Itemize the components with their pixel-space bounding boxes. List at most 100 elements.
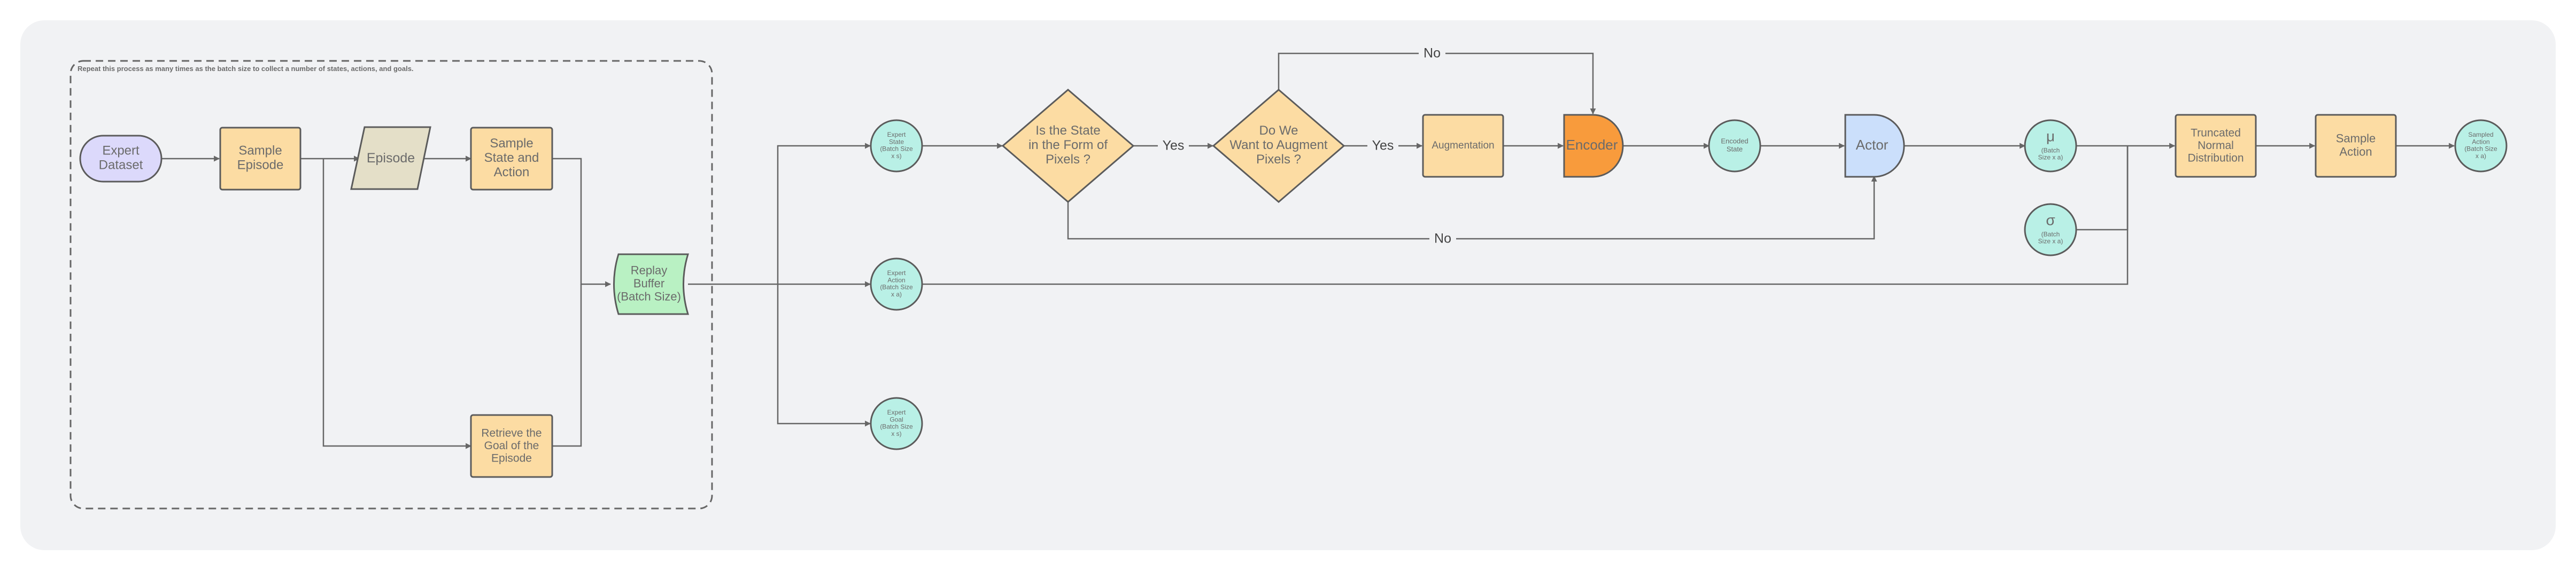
expert-action-node[interactable]: [870, 257, 923, 311]
mu-symbol: μ: [2046, 128, 2055, 144]
sample-state-action-line-3: Action: [494, 165, 530, 179]
expert-goal-line-3: (Batch Size: [880, 423, 913, 431]
is-pixels-decision[interactable]: [1001, 89, 1135, 203]
is-pixels-line-3: Pixels ?: [1046, 152, 1090, 167]
sampled-action-line-1: Sampled: [2468, 131, 2493, 138]
expert-goal-line-1: Expert: [887, 409, 906, 416]
retrieve-goal-line-3: Episode: [491, 452, 532, 464]
sample-episode-line-2: Episode: [237, 158, 284, 173]
mu-node[interactable]: [2024, 119, 2077, 173]
retrieve-goal-line-1: Retrieve the: [481, 427, 541, 439]
augment-decision[interactable]: [1212, 89, 1345, 203]
sampled-action-line-3: (Batch Size: [2464, 145, 2497, 153]
expert-state-line-3: (Batch Size: [880, 145, 913, 153]
expert-state-line-4: x s): [891, 152, 901, 160]
is-pixels-line-1: Is the State: [1035, 123, 1100, 138]
sample-episode-node[interactable]: [219, 127, 301, 191]
retrieve-goal-node[interactable]: [470, 414, 553, 478]
sample-state-action-line-2: State and: [484, 151, 539, 165]
actor-node[interactable]: [1844, 114, 1905, 178]
episode-node[interactable]: [350, 126, 431, 190]
expert-goal-node[interactable]: [870, 397, 923, 450]
augmentation-label: Augmentation: [1432, 140, 1494, 151]
expert-action-line-3: (Batch Size: [880, 284, 913, 291]
expert-state-line-1: Expert: [887, 131, 906, 138]
truncated-normal-line-2: Normal: [2198, 139, 2234, 152]
expert-state-line-2: State: [889, 138, 904, 145]
edge-sample-state-to-buffer: [552, 158, 612, 287]
replay-buffer-node[interactable]: [613, 253, 690, 315]
expert-dataset-line-1: Expert: [102, 144, 140, 158]
sample-state-action-node[interactable]: [470, 127, 553, 191]
truncated-normal-line-1: Truncated: [2191, 127, 2241, 139]
sampled-action-node[interactable]: [2454, 119, 2508, 173]
encoder-label: Encoder: [1566, 137, 1618, 153]
expert-goal-line-4: x s): [891, 430, 901, 437]
mu-line-1: (Batch: [2041, 146, 2060, 154]
label-yes-2: Yes: [1372, 138, 1394, 153]
edge-is-pixels-no: [1067, 175, 1877, 240]
sample-action-line-2: Action: [2339, 145, 2372, 158]
replay-buffer-line-3: (Batch Size): [617, 290, 681, 303]
sample-action-node[interactable]: [2315, 114, 2397, 178]
edge-expert-action-to-truncated-normal: [923, 146, 2129, 285]
sigma-line-2: Size x a): [2038, 238, 2063, 245]
truncated-normal-line-3: Distribution: [2187, 152, 2244, 164]
retrieve-goal-line-2: Goal of the: [484, 440, 539, 452]
actor-line-1: Actor: [1856, 137, 1889, 153]
sample-action-line-1: Sample: [2336, 131, 2376, 145]
repeat-note: Repeat this process as many times as the…: [78, 65, 414, 73]
label-no-bottom: No: [1434, 231, 1451, 246]
sigma-line-1: (Batch: [2041, 230, 2060, 238]
replay-buffer-line-2: Buffer: [633, 277, 664, 290]
sampled-action-line-2: Action: [2472, 138, 2489, 145]
encoded-state-node[interactable]: [1708, 119, 1761, 173]
sigma-node[interactable]: [2024, 203, 2077, 256]
diagram-panel: [20, 20, 2556, 550]
encoder-line-1: Encoder: [1566, 137, 1618, 153]
augment-q-line-2: Want to Augment: [1229, 138, 1328, 152]
augmentation-node[interactable]: [1422, 114, 1504, 178]
sample-episode-line-1: Sample: [238, 144, 282, 158]
sigma-symbol: σ: [2046, 212, 2055, 228]
sample-state-action-line-1: Sample: [490, 136, 533, 151]
replay-buffer-line-1: Replay: [631, 263, 667, 277]
label-no-top: No: [1424, 46, 1441, 61]
edge-labels: Yes Yes No No: [1158, 46, 1456, 247]
encoder-node[interactable]: [1563, 114, 1624, 178]
expert-dataset-node[interactable]: [79, 135, 163, 183]
edge-split-to-expert-state: [777, 143, 871, 284]
mu-line-2: Size x a): [2038, 154, 2063, 161]
augment-q-line-3: Pixels ?: [1256, 152, 1301, 167]
augment-q-line-1: Do We: [1259, 123, 1298, 138]
sampled-action-line-4: x a): [2476, 152, 2486, 160]
actor-label: Actor: [1856, 137, 1889, 153]
is-pixels-line-2: in the Form of: [1028, 138, 1108, 152]
encoded-state-line-1: Encoded: [1721, 137, 1748, 145]
expert-dataset-line-2: Dataset: [99, 158, 143, 173]
encoded-state-line-2: State: [1727, 145, 1743, 153]
truncated-normal-node[interactable]: [2175, 114, 2257, 178]
expert-state-node[interactable]: [870, 119, 923, 173]
expert-action-line-2: Action: [887, 276, 905, 284]
label-yes-1: Yes: [1163, 138, 1185, 153]
edge-split-to-expert-goal: [777, 284, 871, 427]
expert-action-line-1: Expert: [887, 269, 906, 277]
expert-goal-line-2: Goal: [889, 416, 903, 423]
